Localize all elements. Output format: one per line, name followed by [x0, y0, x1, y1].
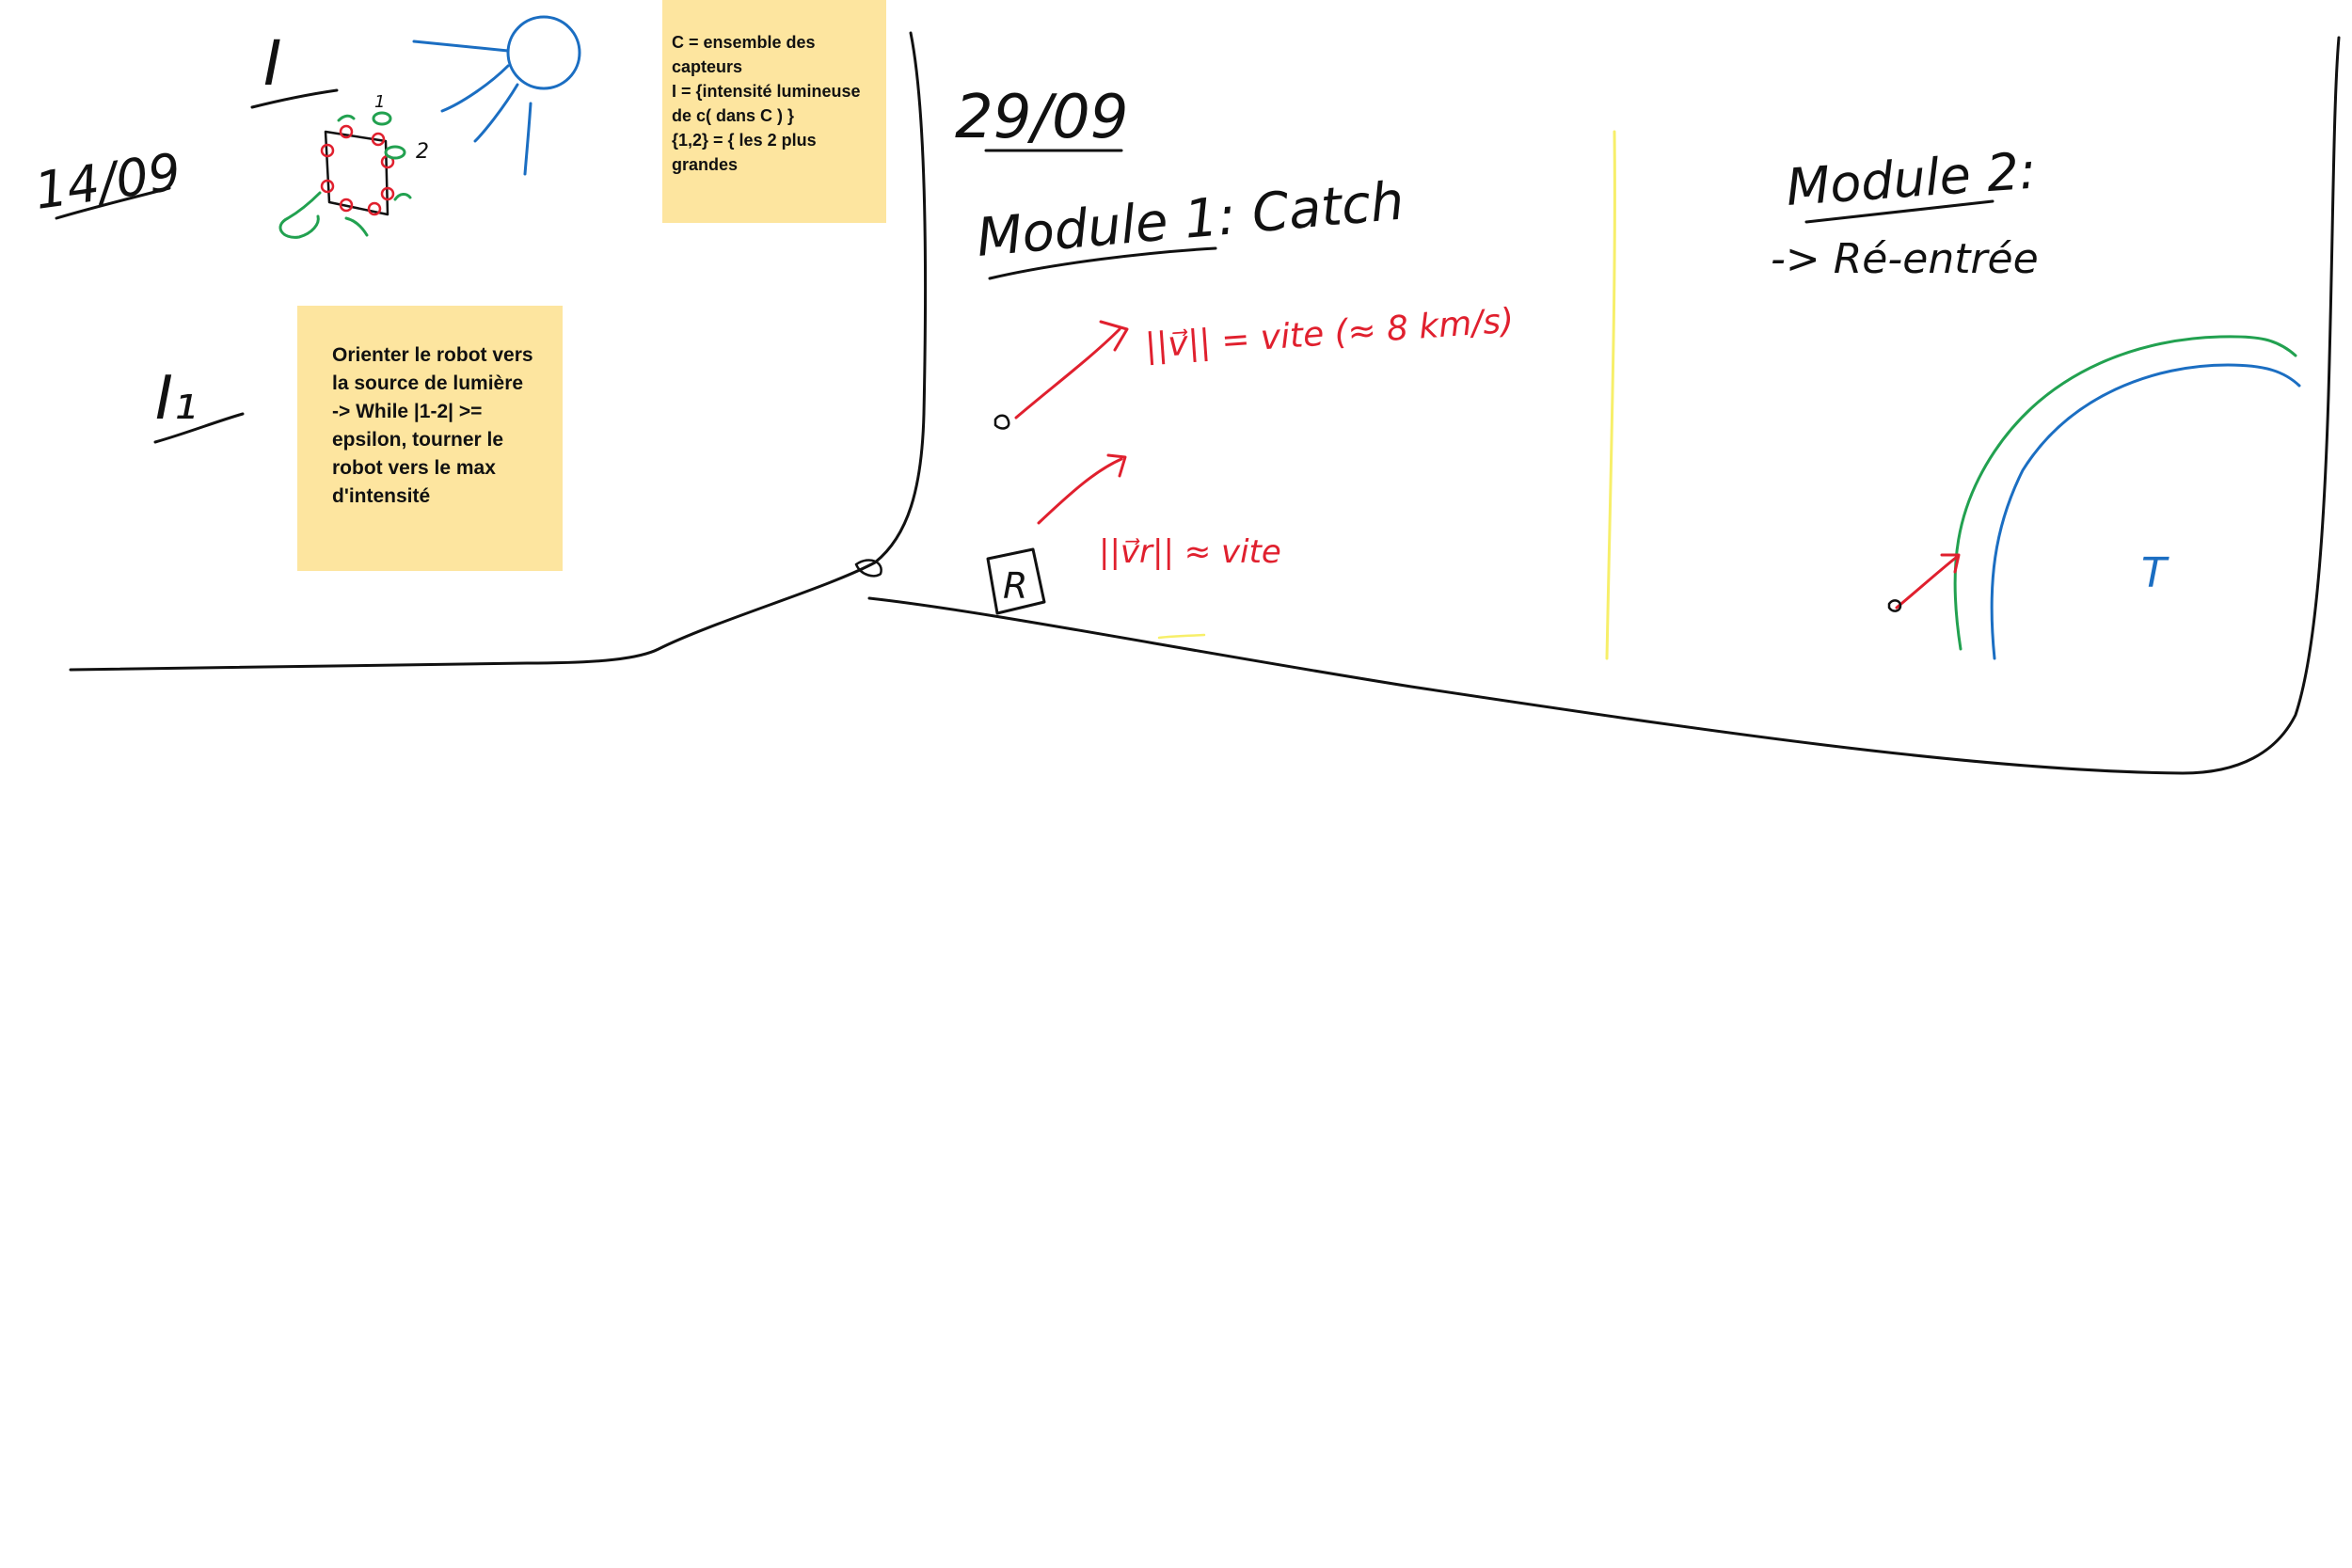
target-label: T: [2141, 549, 2169, 597]
velocity-arrow-2: [1037, 453, 1127, 525]
robot-sketch-icon: [324, 130, 389, 216]
module-divider-line: [1605, 130, 1616, 660]
satellite-icon: [993, 414, 1010, 430]
velocity-label-1: ||v⃗|| = vite (≈ 8 km/s): [1144, 302, 1516, 366]
date-label-1: 14/09: [31, 142, 184, 221]
module-2-heading: Module 2:: [1785, 141, 2039, 217]
yellow-dash-mark: [1157, 633, 1206, 640]
light-ray-3: [473, 83, 519, 143]
module-1-underline: [988, 246, 1217, 280]
light-ray-4: [523, 102, 532, 176]
date-underline-1: [55, 186, 171, 220]
reentry-label: -> Ré-entrée: [1771, 235, 2039, 283]
sensor-green-marks: [278, 111, 412, 239]
date-label-2: 29/09: [955, 83, 1128, 152]
label-intensity-underline: [250, 88, 339, 109]
label-intensity-1: I₁: [155, 364, 198, 434]
robot-box-label: R: [1003, 565, 1027, 607]
label-intensity-1-underline: [153, 412, 245, 444]
atmosphere-boundary-curve: [1953, 335, 2297, 651]
velocity-arrow-1: [1014, 320, 1129, 420]
sensor-red-marks: [320, 124, 395, 216]
section-connector-loop: [854, 559, 882, 578]
light-ray-1: [412, 40, 510, 53]
light-source-icon: [506, 15, 581, 90]
sticky-note-capteurs[interactable]: C = ensemble des capteurs I = {intensité…: [662, 0, 886, 223]
sensor-label-2: 2: [416, 140, 429, 164]
module-2-underline: [1804, 199, 1994, 224]
light-ray-2: [440, 64, 510, 113]
sticky-note-orienter[interactable]: Orienter le robot vers la source de lumi…: [297, 306, 563, 571]
section-2-frame-stroke: [867, 36, 2341, 775]
velocity-label-2: ||v⃗r|| ≈ vite: [1099, 533, 1281, 571]
earth-surface-curve: [1990, 363, 2301, 660]
label-intensity: I: [263, 27, 281, 100]
reentry-vector-arrow: [1895, 553, 1961, 610]
sensor-label-1: 1: [374, 92, 385, 112]
section-1-frame-stroke: [69, 31, 928, 672]
capsule-icon: [1887, 599, 1902, 612]
robot-box-icon: [986, 547, 1046, 615]
module-1-heading: Module 1: Catch: [975, 171, 1406, 269]
